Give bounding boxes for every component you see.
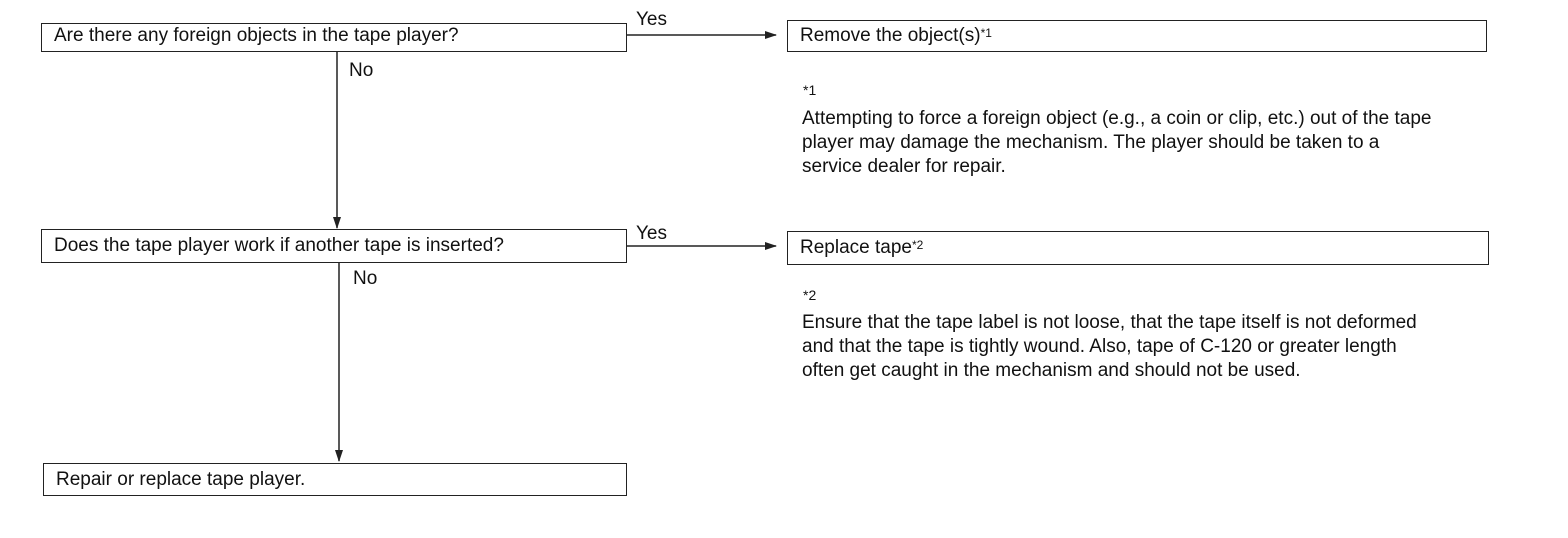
action-text-1: Remove the object(s) <box>800 25 981 46</box>
note-text-2: Ensure that the tape label is not loose,… <box>802 312 1417 381</box>
question-text-2: Does the tape player work if another tap… <box>54 235 504 256</box>
note-mark-2: *2 <box>803 287 817 303</box>
footnote-ref-1: *1 <box>980 26 992 40</box>
action-text-2: Replace tape <box>800 237 912 258</box>
question-box-1: Are there any foreign objects in the tap… <box>41 23 627 52</box>
question-text-1: Are there any foreign objects in the tap… <box>54 25 459 46</box>
final-box: Repair or replace tape player. <box>43 463 627 496</box>
no-label-2: No <box>353 268 378 289</box>
no-label-1: No <box>349 60 374 81</box>
yes-label-2: Yes <box>636 223 667 244</box>
final-text: Repair or replace tape player. <box>56 469 306 490</box>
question-box-2: Does the tape player work if another tap… <box>41 229 627 263</box>
note-mark-1: *1 <box>803 82 817 98</box>
note-text-1: Attempting to force a foreign object (e.… <box>802 108 1432 177</box>
yes-label-1: Yes <box>636 9 667 30</box>
action-box-1: Remove the object(s)*1 <box>787 20 1487 52</box>
footnote-ref-2: *2 <box>911 238 924 252</box>
action-box-2: Replace tape*2 <box>787 231 1489 265</box>
